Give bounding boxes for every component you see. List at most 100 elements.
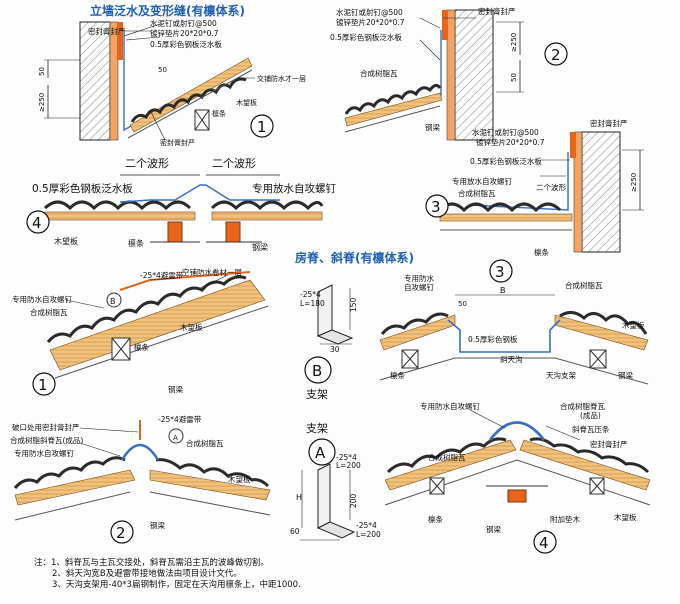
ridge-detail-4	[384, 409, 651, 554]
d3-flashing-label: 0.5厚彩色钢板泛水板	[470, 156, 542, 166]
d1-flashing-label: 0.5厚彩色钢板泛水板	[150, 39, 222, 49]
ra-len-label: L=200	[336, 461, 361, 470]
note-1: 注：1、斜脊瓦与主瓦交接处，斜脊瓦需沿主瓦的波峰做切割。	[34, 558, 269, 568]
ra-flat2-label: -25*4	[356, 521, 377, 530]
r1-strip-label: -25*4避雷带	[140, 270, 184, 280]
d1-nail-label: 水泥钉或射钉@500	[150, 18, 217, 28]
d3-nail-label: 水泥钉或射钉@500	[472, 127, 539, 137]
r4-pad-label: 附加垫木	[550, 514, 580, 524]
d1-dim50b: 50	[158, 66, 167, 74]
bracket-a-letter: A	[315, 444, 326, 462]
d4-flashing-label: 0.5厚彩色钢板泛水板	[32, 182, 133, 195]
d2-nail-label: 水泥钉或射钉@500	[336, 7, 403, 17]
d2-resin-label: 合成树脂瓦	[360, 68, 398, 78]
ridge-detail-3-gutter	[379, 259, 649, 385]
d1-seal2-label: 密封膏封严	[160, 138, 195, 147]
r1-screw-label: 专用防水自攻螺钉	[12, 294, 72, 304]
ridge-section-title: 房脊、斜脊(有檩体系)	[295, 250, 414, 265]
bracket-a	[300, 438, 356, 541]
d4-beam-label: 钢梁	[252, 242, 268, 252]
d3-screw-label: 专用放水自攻螺钉	[452, 176, 512, 186]
d3-seal-label: 密封膏封严	[590, 118, 628, 128]
r4-resin-label: 合成树脂瓦	[428, 452, 466, 462]
r3-screw2-label: 自攻螺钉	[404, 282, 434, 292]
ridge-detail-1	[32, 271, 269, 396]
r4-seal-label: 密封膏封严	[590, 439, 628, 449]
d4-wave-b: 二个波形	[212, 157, 256, 170]
detail-3-number: 3	[431, 198, 441, 216]
r3-board-label: 木望板	[622, 320, 645, 330]
d2-dim50: 50	[510, 73, 518, 82]
r3-gutter-label: 斜天沟	[500, 354, 523, 364]
detail-3-number-badge	[425, 194, 449, 218]
d1-board-label: 木望板	[236, 98, 257, 107]
r4-screw-label: 专用防水自攻螺钉	[420, 401, 480, 411]
detail-4-expansion-joint	[26, 174, 324, 243]
bracket-b-letter: B	[312, 362, 322, 380]
detail-3-wall-flashing	[425, 131, 644, 253]
d1-seal-label: 密封膏封严	[88, 26, 126, 36]
d2-washer-label: 镀锌垫片20*20*0.7	[336, 17, 405, 27]
r3-screw-label: 专用防水	[404, 273, 434, 283]
r2-resin-label: 合成树脂瓦	[186, 438, 224, 448]
d1-purlin-label: 檩条	[212, 109, 226, 118]
detail-2-number: 2	[551, 46, 561, 64]
ra-len2-label: L=200	[356, 530, 381, 539]
r3-dim50: 50	[458, 300, 467, 308]
detail-1-number: 1	[257, 118, 267, 136]
r1-resin-label: 合成树脂瓦	[30, 307, 68, 317]
detail-1-wall-flashing	[44, 21, 274, 141]
d3-wave2-label: 二个波形	[536, 182, 566, 192]
d1-dim250: ≥250	[38, 93, 46, 112]
r2-strip-label: -25*4避雷带	[158, 414, 202, 424]
detail-4-number-badge	[26, 210, 50, 234]
r3-flashing-label: 0.5厚彩色钢板	[468, 334, 518, 344]
d2-seal-label: 密封膏封严	[478, 6, 516, 16]
r1-b-letter: B	[110, 297, 116, 306]
detail-4-number: 4	[32, 214, 42, 232]
d2-beam-label: 钢梁	[425, 122, 440, 132]
rb-len-label: L=180	[300, 299, 325, 308]
d4-wave-a: 二个波形	[125, 157, 169, 170]
detail-2-number-badge	[544, 42, 568, 66]
detail-2-wall-flashing	[344, 9, 568, 141]
r3-b-letter: B	[500, 286, 506, 295]
ridge-detail-2-hip	[13, 420, 271, 544]
r4-ridge2-label: (成品)	[580, 410, 601, 420]
r3-purlin-label: 檩条	[390, 370, 405, 380]
ridge-1-number: 1	[38, 376, 48, 394]
d2-flashing-label: 0.5厚彩色钢板泛水板	[330, 32, 402, 42]
r1-membrane-label: 空铺防水卷材一层	[182, 267, 242, 277]
d3-dim250: ≥250	[630, 173, 638, 192]
r2-screw-label: 专用防水自攻螺钉	[14, 448, 74, 458]
note-3: 3、天沟支架用-40*3扁钢制作，固定在天沟用檩条上，中距1000.	[52, 580, 301, 590]
d3-washer-label: 镀锌垫片20*20*0.7	[476, 137, 545, 147]
r3-resin-label: 合成树脂瓦	[565, 280, 603, 290]
bracket-a-caption: 支架	[306, 422, 328, 435]
ridge-1-number-badge	[32, 372, 56, 396]
r2-ridge-label: 合成树脂斜脊瓦(成品)	[10, 435, 83, 445]
top-section-title: 立墙泛水及变形缝(有檩体系)	[90, 3, 245, 18]
r1-purlin-label: 檩条	[134, 342, 149, 352]
r4-beam-label: 钢梁	[486, 524, 501, 534]
ra-flat-label: -25*4	[336, 453, 357, 462]
d4-screw-label: 专用放水自攻螺钉	[252, 182, 336, 195]
ra-w60: 60	[290, 527, 300, 536]
r1-beam-label: 钢梁	[168, 384, 183, 394]
r2-seal-label: 破口处用密封膏封严	[12, 422, 80, 432]
ra-h-label: H	[296, 493, 302, 502]
d4-board-label: 木望板	[54, 236, 78, 246]
rb-w30: 30	[330, 345, 340, 354]
r2-a-letter: A	[173, 434, 178, 442]
d4-purlin-label: 檩条	[128, 238, 144, 248]
drawing-notes: 注：1、斜脊瓦与主瓦交接处，斜脊瓦需沿主瓦的波峰做切割。 2、斜天沟宽B及避雷带…	[34, 558, 654, 591]
rb-flat-label: -25*4	[300, 290, 321, 299]
bracket-b	[304, 284, 354, 384]
d1-dim50: 50	[38, 67, 46, 76]
r4-purlin-label: 檩条	[428, 514, 443, 524]
r4-board-label: 木望板	[614, 512, 637, 522]
ridge-3-number: 3	[495, 263, 505, 281]
d3-resin-label: 合成树脂瓦	[458, 188, 496, 198]
